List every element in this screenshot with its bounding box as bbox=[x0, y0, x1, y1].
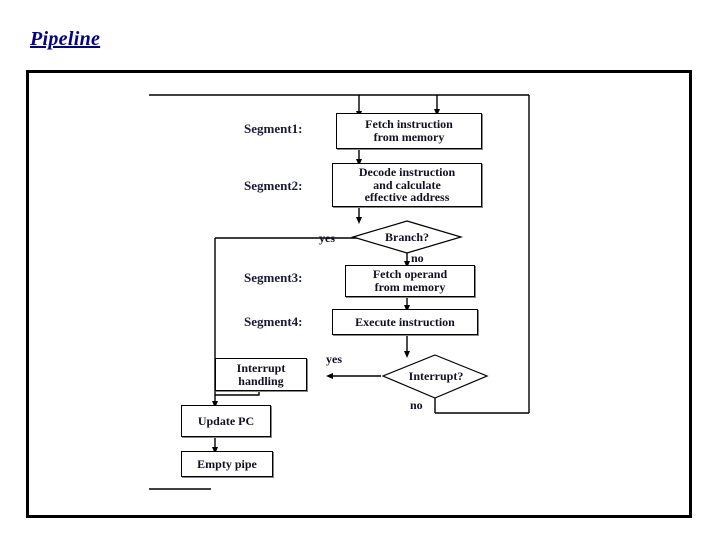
segment-label-4: Segment4: bbox=[244, 314, 303, 329]
node-fetch-operand[interactable]: Fetch operand from memory bbox=[345, 265, 475, 297]
node-fetch-operand-label: Fetch operand from memory bbox=[372, 267, 448, 294]
segment-label-1: Segment1: bbox=[244, 121, 303, 136]
node-empty-pipe-label: Empty pipe bbox=[197, 456, 257, 471]
node-update-pc-label: Update PC bbox=[197, 413, 255, 428]
page-title: Pipeline bbox=[30, 28, 101, 50]
node-interrupt-handling[interactable]: Interrupt handling bbox=[215, 358, 307, 391]
diagram-frame: Segment1: Segment2: Segment3: Segment4: … bbox=[26, 70, 692, 518]
node-empty-pipe[interactable]: Empty pipe bbox=[181, 451, 273, 477]
segment-label-2: Segment2: bbox=[244, 178, 303, 193]
segment-label-3: Segment3: bbox=[244, 270, 303, 285]
node-decode-instruction-label: Decode instruction and calculate effecti… bbox=[358, 165, 456, 205]
diagram-canvas: Segment1: Segment2: Segment3: Segment4: … bbox=[29, 73, 689, 515]
edge-label-interrupt-no: no bbox=[410, 398, 423, 412]
node-fetch-instruction[interactable]: Fetch instruction from memory bbox=[336, 113, 482, 149]
node-fetch-instruction-label: Fetch instruction from memory bbox=[365, 117, 453, 144]
node-update-pc[interactable]: Update PC bbox=[181, 405, 271, 437]
edge-label-branch-no: no bbox=[411, 251, 424, 265]
flowchart-connectors bbox=[149, 94, 530, 490]
node-execute-instruction[interactable]: Execute instruction bbox=[332, 309, 478, 335]
node-execute-instruction-label: Execute instruction bbox=[355, 314, 455, 329]
edge-label-interrupt-yes: yes bbox=[326, 352, 342, 366]
node-interrupt-handling-label: Interrupt handling bbox=[236, 360, 286, 388]
node-decode-instruction[interactable]: Decode instruction and calculate effecti… bbox=[332, 163, 482, 207]
edge-label-branch-yes: yes bbox=[319, 231, 335, 245]
